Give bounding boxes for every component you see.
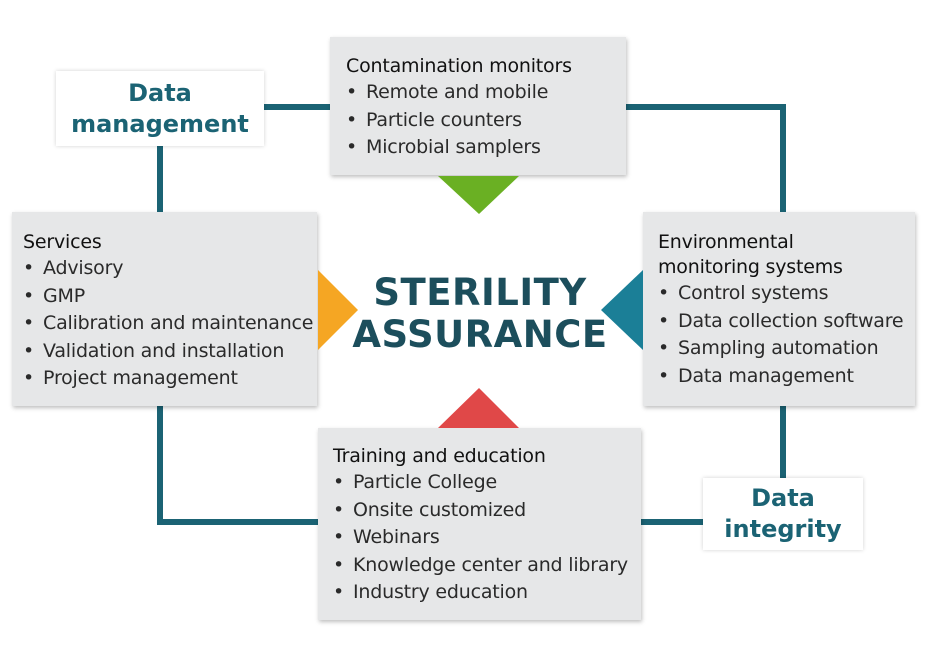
center-title-line1: STERILITY [373,271,587,314]
services-title: Services [23,231,102,253]
list-item: Project management [23,365,317,393]
training-education-box: Training and education Particle College … [318,428,641,620]
arrow-right-orange [318,270,358,350]
arrow-left-blue [601,270,643,350]
services-list: Advisory GMP Calibration and maintenance… [23,255,317,393]
data-integrity-label: Data integrity [703,478,863,550]
training-education-title: Training and education [333,445,546,467]
connector-top-right [626,104,786,212]
data-management-line1: Data [128,78,192,107]
services-box: Services Advisory GMP Calibration and ma… [12,212,317,406]
list-item: Microbial samplers [346,134,626,162]
list-item: Particle College [333,469,641,497]
list-item: Particle counters [346,107,626,135]
data-integrity-line1: Data [751,484,815,512]
list-item: Remote and mobile [346,79,626,107]
training-education-list: Particle College Onsite customized Webin… [333,469,641,607]
list-item: Data collection software [658,308,915,336]
list-item: Industry education [333,579,641,607]
list-item: GMP [23,283,317,311]
list-item: Webinars [333,524,641,552]
contamination-monitors-title: Contamination monitors [346,55,572,77]
center-title-line2: ASSURANCE [352,313,608,356]
arrow-up-red [438,388,519,428]
list-item: Onsite customized [333,497,641,525]
sterility-assurance-title: STERILITY ASSURANCE [350,272,610,356]
contamination-monitors-list: Remote and mobile Particle counters Micr… [346,79,626,162]
data-management-label: Data management [56,71,264,146]
list-item: Knowledge center and library [333,552,641,580]
list-item: Advisory [23,255,317,283]
data-management-line2: management [71,109,249,138]
connector-bottom-left [157,406,318,525]
environmental-monitoring-title: Environmental monitoring systems [658,230,915,280]
list-item: Data management [658,363,915,391]
arrow-down-green [438,176,519,214]
environmental-monitoring-list: Control systems Data collection software… [658,280,915,390]
environmental-monitoring-box: Environmental monitoring systems Control… [643,212,915,406]
environmental-title-line2: monitoring systems [658,256,843,278]
list-item: Sampling automation [658,335,915,363]
list-item: Validation and installation [23,338,317,366]
environmental-title-line1: Environmental [658,231,794,253]
list-item: Control systems [658,280,915,308]
list-item: Calibration and maintenance [23,310,317,338]
data-integrity-line2: integrity [724,515,842,543]
contamination-monitors-box: Contamination monitors Remote and mobile… [330,37,626,175]
